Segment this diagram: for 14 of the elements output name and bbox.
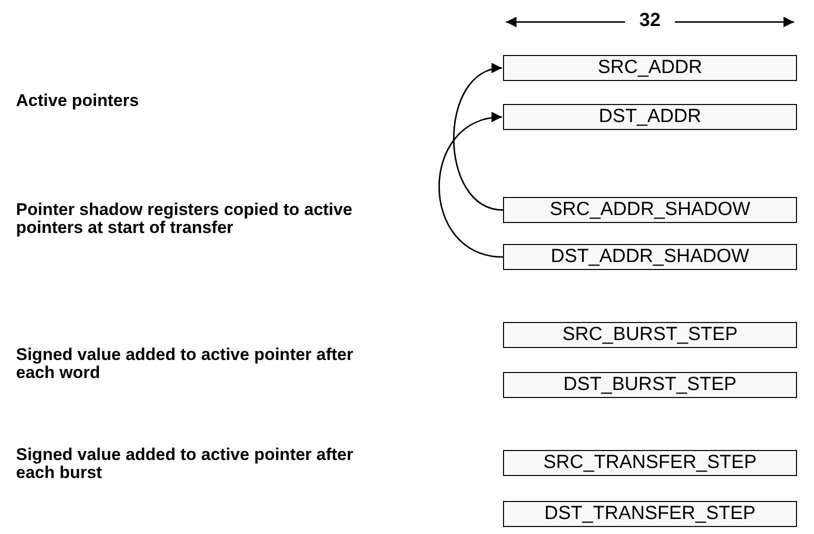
curved-arrow bbox=[438, 113, 504, 258]
register-box: DST_BURST_STEP bbox=[503, 372, 797, 398]
register-box: DST_ADDR_SHADOW bbox=[503, 244, 797, 270]
register-box: SRC_TRANSFER_STEP bbox=[503, 450, 797, 476]
note-text: Signed value added to active pointer after each word bbox=[16, 346, 354, 382]
register-box: DST_ADDR bbox=[503, 104, 797, 130]
curved-arrow bbox=[453, 64, 504, 211]
register-box: DST_TRANSFER_STEP bbox=[503, 501, 797, 527]
note-text: Pointer shadow registers copied to active pointers at start of transfer bbox=[16, 201, 354, 237]
register-box: SRC_BURST_STEP bbox=[503, 322, 797, 348]
register-box: SRC_ADDR bbox=[503, 55, 797, 81]
note-text: Active pointers bbox=[16, 92, 140, 110]
note-text: Signed value added to active pointer after each burst bbox=[16, 446, 354, 482]
register-box: SRC_ADDR_SHADOW bbox=[503, 197, 797, 223]
